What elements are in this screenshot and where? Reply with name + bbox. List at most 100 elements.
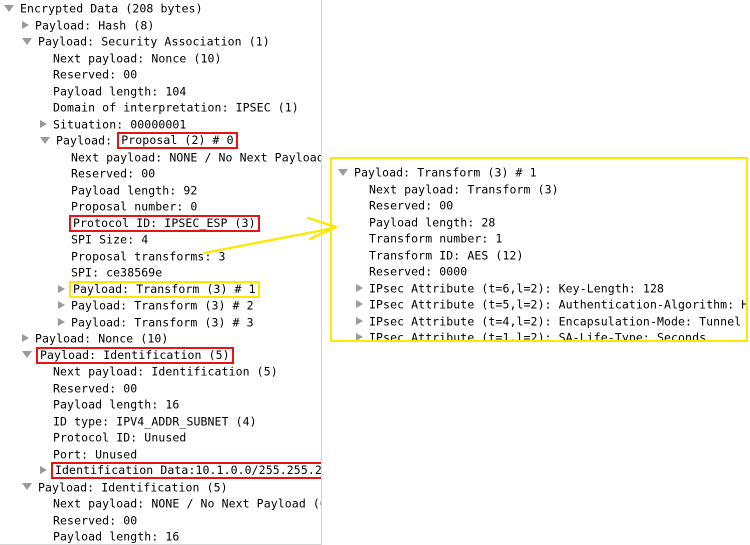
tree-row[interactable]: IPsec Attribute (t=1,l=2): SA-Life-Type:… [332, 329, 746, 342]
disclosure-triangle-collapsed-icon[interactable] [22, 334, 29, 342]
tree-row[interactable]: Next payload: Transform (3) [332, 181, 746, 198]
tree-row[interactable]: Reserved: 00 [332, 197, 746, 214]
disclosure-spacer [356, 189, 369, 190]
tree-row[interactable]: IPsec Attribute (t=5,l=2): Authenticatio… [332, 296, 746, 313]
tree-row-label: Next payload: NONE / No Next Payload (0) [71, 149, 322, 164]
tree-row-label: Reserved: 00 [71, 166, 156, 181]
tree-row-label: Transform number: 1 [369, 231, 503, 246]
red-annotation-box: Protocol ID: IPSEC_ESP (3) [69, 214, 260, 232]
disclosure-triangle-collapsed-icon[interactable] [58, 284, 65, 293]
tree-row[interactable]: Encrypted Data (208 bytes) [0, 0, 321, 17]
tree-row[interactable]: Reserved: 00 [0, 165, 321, 182]
tree-row[interactable]: Payload length: 28 [332, 214, 746, 231]
tree-row[interactable]: Next payload: Identification (5) [0, 363, 321, 380]
tree-row-label: Domain of interpretation: IPSEC (1) [53, 100, 299, 115]
tree-row[interactable]: Transform ID: AES (12) [332, 247, 746, 264]
tree-row-label: Reserved: 00 [53, 380, 138, 395]
tree-row[interactable]: Reserved: 00 [0, 66, 321, 83]
tree-row[interactable]: Reserved: 00 [0, 512, 321, 529]
tree-row[interactable]: SPI Size: 4 [0, 231, 321, 248]
tree-row[interactable]: Protocol ID: Unused [0, 429, 321, 446]
tree-row[interactable]: Payload: Transform (3) # 1 [332, 164, 746, 181]
tree-row-label: Payload length: 16 [53, 397, 180, 412]
disclosure-triangle-collapsed-icon[interactable] [22, 20, 29, 29]
tree-row-label: Proposal transforms: 3 [71, 248, 226, 263]
tree-row-label: Payload: Transform (3) # 2 [71, 298, 254, 313]
tree-row[interactable]: Protocol ID: IPSEC_ESP (3) [0, 214, 321, 232]
disclosure-triangle-expanded-icon[interactable] [22, 351, 32, 358]
disclosure-triangle-collapsed-icon[interactable] [58, 301, 65, 309]
tree-row[interactable]: Payload: Nonce (10) [0, 330, 321, 347]
disclosure-triangle-collapsed-icon[interactable] [356, 316, 363, 325]
disclosure-spacer [356, 271, 369, 272]
tree-row[interactable]: Payload length: 16 [0, 528, 321, 544]
tree-row[interactable]: Payload length: 104 [0, 83, 321, 100]
tree-row-label: Payload length: 16 [53, 529, 180, 544]
tree-row[interactable]: Next payload: NONE / No Next Payload (0) [0, 149, 321, 166]
disclosure-triangle-collapsed-icon[interactable] [40, 119, 47, 128]
tree-row-label: ID type: IPV4_ADDR_SUBNET (4) [53, 413, 257, 428]
tree-row[interactable]: Identification Data:10.1.0.0/255.255.255… [0, 462, 321, 479]
disclosure-spacer [40, 388, 53, 389]
disclosure-triangle-expanded-icon[interactable] [22, 37, 32, 45]
tree-row[interactable]: Reserved: 0000 [332, 263, 746, 280]
tree-row[interactable]: Payload: Identification (5) [0, 346, 321, 364]
red-annotation-box: Identification Data:10.1.0.0/255.255.255… [51, 462, 321, 479]
tree-row-label: Payload length: 104 [53, 83, 187, 98]
tree-row[interactable]: IPsec Attribute (t=6,l=2): Key-Length: 1… [332, 280, 746, 297]
tree-row[interactable]: Payload: Transform (3) # 1 [0, 280, 321, 298]
disclosure-triangle-collapsed-icon[interactable] [40, 466, 47, 474]
tree-row[interactable]: Proposal transforms: 3 [0, 248, 321, 265]
tree-row[interactable]: Proposal number: 0 [0, 198, 321, 215]
disclosure-spacer [58, 190, 71, 191]
disclosure-triangle-expanded-icon[interactable] [22, 483, 32, 490]
tree-row-label: Next payload: Identification (5) [53, 364, 278, 379]
tree-row[interactable]: Payload length: 16 [0, 396, 321, 413]
disclosure-spacer [356, 222, 369, 223]
tree-row-label: IPsec Attribute (t=4,l=2): Encapsulation… [369, 313, 742, 328]
disclosure-triangle-collapsed-icon[interactable] [356, 300, 363, 308]
disclosure-spacer [356, 238, 369, 239]
tree-row-label: Next payload: Transform (3) [369, 181, 559, 196]
tree-row[interactable]: Transform number: 1 [332, 230, 746, 247]
disclosure-triangle-collapsed-icon[interactable] [58, 317, 65, 326]
tree-row[interactable]: Next payload: NONE / No Next Payload (0) [0, 495, 321, 512]
tree-row[interactable]: Next payload: Nonce (10) [0, 50, 321, 67]
tree-row[interactable]: Port: Unused [0, 446, 321, 463]
disclosure-triangle-expanded-icon[interactable] [338, 168, 348, 176]
tree-row[interactable]: Payload: Security Association (1) [0, 33, 321, 50]
disclosure-spacer [40, 74, 53, 75]
tree-row[interactable]: Payload: Hash (8) [0, 17, 321, 34]
tree-row[interactable]: Domain of interpretation: IPSEC (1) [0, 99, 321, 116]
tree-row-label: Transform ID: AES (12) [369, 247, 524, 262]
tree-row-label: IPsec Attribute (t=5,l=2): Authenticatio… [369, 297, 748, 312]
tree-row[interactable]: Payload: Identification (5) [0, 479, 321, 496]
disclosure-triangle-expanded-icon[interactable] [40, 136, 50, 144]
tree-row-label: Proposal number: 0 [71, 199, 198, 214]
tree-row[interactable]: Reserved: 00 [0, 380, 321, 397]
disclosure-spacer [40, 503, 53, 504]
disclosure-spacer [40, 58, 53, 59]
tree-row[interactable]: ID type: IPV4_ADDR_SUBNET (4) [0, 413, 321, 430]
tree-row[interactable]: Payload: Transform (3) # 2 [0, 297, 321, 314]
yellow-annotation-box: Payload: Transform (3) # 1 [69, 280, 260, 298]
disclosure-spacer [40, 91, 53, 92]
tree-row[interactable]: Payload length: 92 [0, 182, 321, 199]
disclosure-spacer [58, 157, 71, 158]
disclosure-spacer [356, 255, 369, 256]
tree-row[interactable]: Payload: Transform (3) # 3 [0, 314, 321, 331]
tree-row-label: Next payload: Nonce (10) [53, 50, 222, 65]
disclosure-triangle-collapsed-icon[interactable] [356, 333, 363, 340]
disclosure-triangle-collapsed-icon[interactable] [356, 283, 363, 292]
tree-row-label: Reserved: 00 [53, 67, 138, 82]
tree-row-label: IPsec Attribute (t=1,l=2): SA-Life-Type:… [369, 330, 707, 342]
disclosure-spacer [58, 173, 71, 174]
tree-row[interactable]: SPI: ce38569e [0, 264, 321, 281]
tree-row-label: Situation: 00000001 [53, 116, 187, 131]
packet-detail-pane[interactable]: Encrypted Data (208 bytes)Payload: Hash … [0, 0, 322, 545]
tree-row[interactable]: Payload: Proposal (2) # 0 [0, 132, 321, 149]
tree-row[interactable]: IPsec Attribute (t=4,l=2): Encapsulation… [332, 313, 746, 330]
disclosure-triangle-expanded-icon[interactable] [4, 4, 14, 12]
tree-row[interactable]: Situation: 00000001 [0, 116, 321, 133]
